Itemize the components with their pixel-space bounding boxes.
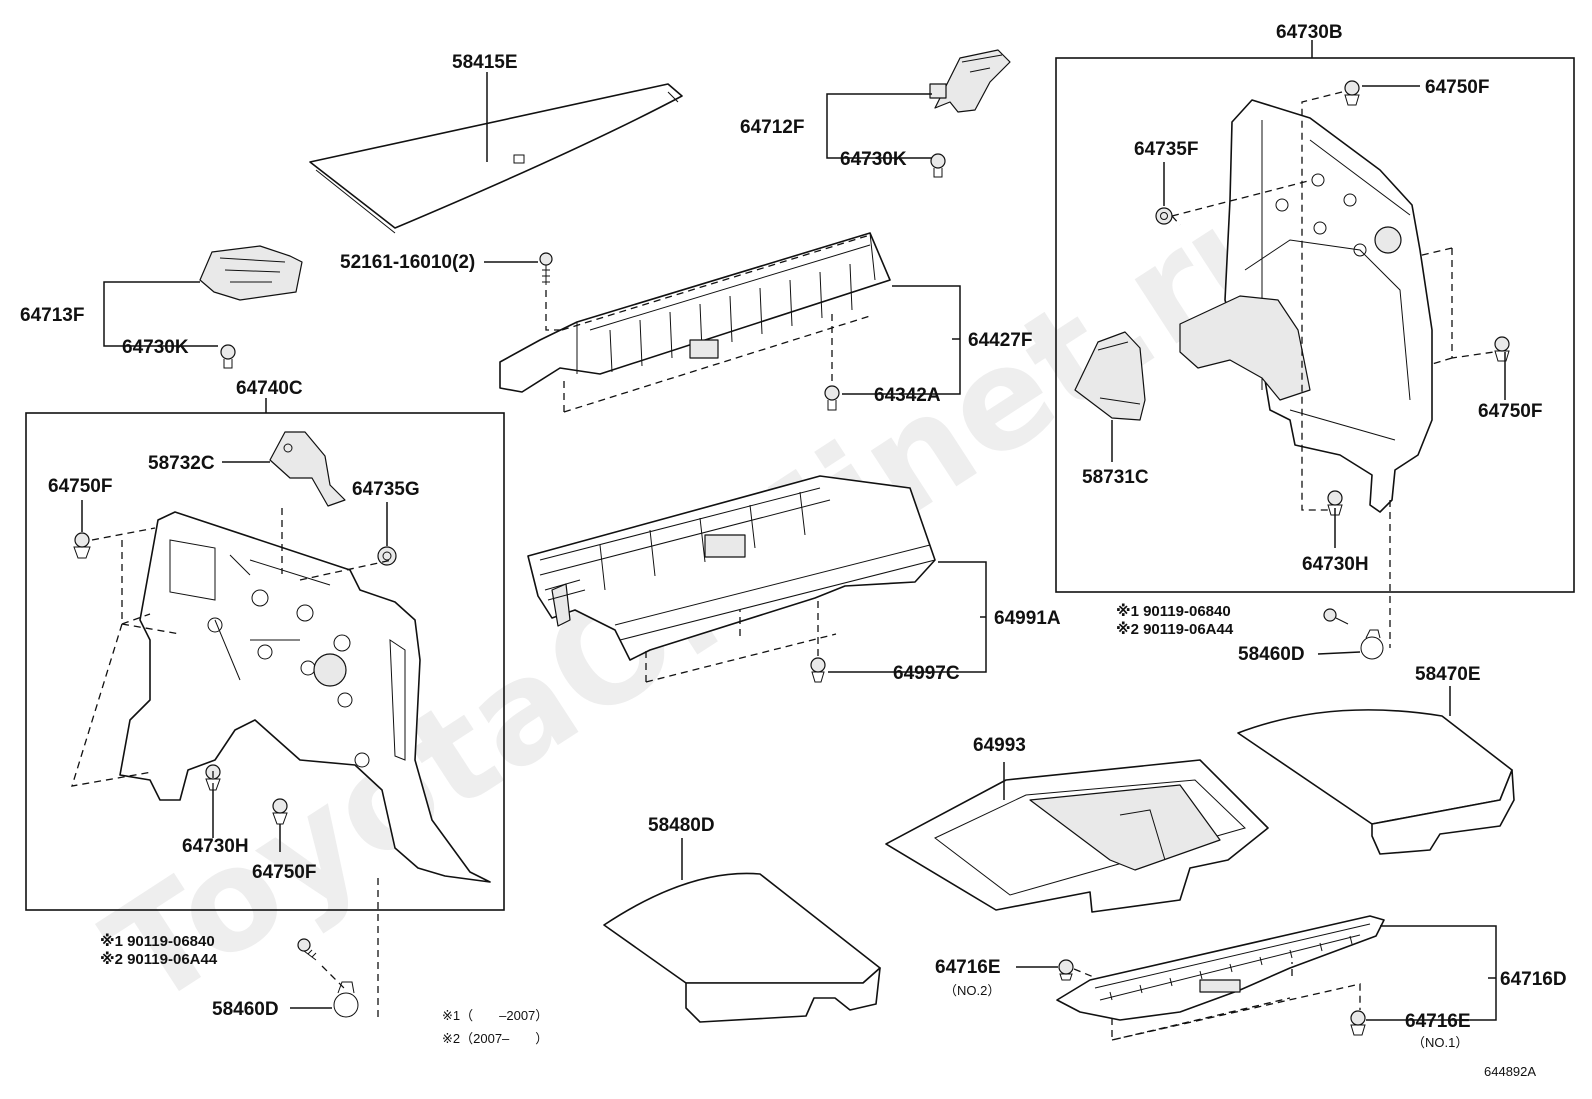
clip-64716E-no1 — [1350, 1010, 1366, 1036]
guide-64730B — [1171, 91, 1495, 648]
clip-64342A — [824, 385, 840, 411]
label-64735G: 64735G — [352, 479, 420, 500]
part-labels: 58415E 64712F 64730K 64730B 64750F 64735… — [20, 22, 1567, 1032]
label-58731C: 58731C — [1082, 467, 1149, 488]
guide-64740C — [71, 508, 393, 790]
label-64730H-right: 64730H — [1302, 554, 1369, 575]
part-64712F-bracket — [929, 49, 1011, 113]
label-64716D: 64716D — [1500, 969, 1567, 990]
grommet-64735F — [1155, 207, 1173, 225]
label-64997C: 64997C — [893, 663, 960, 684]
label-58732C: 58732C — [148, 453, 215, 474]
label-64993: 64993 — [973, 735, 1026, 756]
clip-64750F-right-side — [1494, 336, 1510, 362]
clip-64716E-no2 — [1058, 959, 1074, 981]
label-58460D-right: 58460D — [1238, 644, 1305, 665]
part-64993-tray — [885, 759, 1269, 913]
leader-lines — [81, 40, 1506, 1021]
label-64735F: 64735F — [1134, 139, 1198, 160]
part-64740C-side-trim — [119, 511, 491, 883]
part-58732C-bracket — [269, 431, 346, 507]
part-64427F-sill — [499, 232, 891, 393]
label-64750F-left-bottom: 64750F — [252, 862, 316, 883]
note-left-variant-2: ※2 90119-06A44 — [100, 950, 218, 968]
part-58470E-board — [1237, 709, 1515, 855]
label-64342A: 64342A — [874, 385, 941, 406]
group-box-64730B — [1055, 57, 1575, 593]
label-58415E: 58415E — [452, 52, 518, 73]
label-64712F: 64712F — [740, 117, 804, 138]
guide-64716D — [1073, 962, 1361, 1041]
note-left-variant-1: ※1 90119-06840 — [100, 932, 215, 950]
note-no2: （NO.2） — [944, 983, 1000, 998]
label-64991A: 64991A — [994, 608, 1061, 629]
part-58415E-tray — [309, 83, 683, 234]
clip-64730H-right — [1327, 490, 1343, 516]
label-64716E-no1: 64716E — [1405, 1011, 1471, 1032]
part-58480D-board — [603, 872, 881, 1023]
clip-64997C — [810, 657, 826, 683]
part-64730B-side-trim — [1179, 99, 1433, 513]
bolt-90119-left — [297, 938, 317, 961]
guide-64427F — [545, 234, 871, 413]
note-no1: （NO.1） — [1412, 1035, 1468, 1050]
clip-64750F-right-top — [1344, 80, 1360, 106]
label-64750F-right-top: 64750F — [1425, 77, 1489, 98]
label-58480D: 58480D — [648, 815, 715, 836]
note-right-variant-1: ※1 90119-06840 — [1116, 602, 1231, 620]
note-right-variant-2: ※2 90119-06A44 — [1116, 620, 1234, 638]
clip-64750F-left-top — [73, 532, 91, 559]
part-64716D-scuff-plate — [1056, 915, 1385, 1021]
label-64730K-top: 64730K — [840, 149, 907, 170]
group-box-64740C — [25, 412, 505, 911]
grommet-64735G — [377, 546, 397, 566]
bolt-90119-right — [1323, 608, 1349, 625]
footnote-2: ※2（2007– ） — [442, 1031, 548, 1046]
clip-64750F-left-bottom — [272, 798, 288, 825]
part-64713F-bracket — [199, 245, 303, 301]
clamp-58460D-right — [1360, 629, 1384, 660]
label-64730K-left: 64730K — [122, 337, 189, 358]
label-58470E: 58470E — [1415, 664, 1481, 685]
guide-58460D-left — [321, 878, 379, 1022]
clip-64730K-left — [220, 344, 236, 369]
label-64716E-no2: 64716E — [935, 957, 1001, 978]
label-58460D-left: 58460D — [212, 999, 279, 1020]
label-64730B: 64730B — [1276, 22, 1343, 43]
label-64740C: 64740C — [236, 378, 303, 399]
label-64427F: 64427F — [968, 330, 1032, 351]
part-64991A-floor-panel — [527, 475, 936, 661]
label-64730H-left: 64730H — [182, 836, 249, 857]
part-58731C-bracket — [1074, 331, 1146, 421]
label-64750F-right-side: 64750F — [1478, 401, 1542, 422]
notes: （NO.2） （NO.1） ※1 90119-06840 ※2 90119-06… — [100, 602, 1536, 1079]
clip-64730K-top — [930, 153, 946, 178]
guide-64991A — [645, 600, 837, 683]
clamp-58460D-left — [333, 981, 359, 1018]
label-52161: 52161-16010(2) — [340, 252, 475, 273]
footnote-1: ※1（ –2007） — [442, 1008, 548, 1023]
figure-code: 644892A — [1484, 1064, 1536, 1079]
label-64750F-left-top: 64750F — [48, 476, 112, 497]
label-64713F: 64713F — [20, 305, 84, 326]
screw-52161 — [539, 252, 553, 285]
